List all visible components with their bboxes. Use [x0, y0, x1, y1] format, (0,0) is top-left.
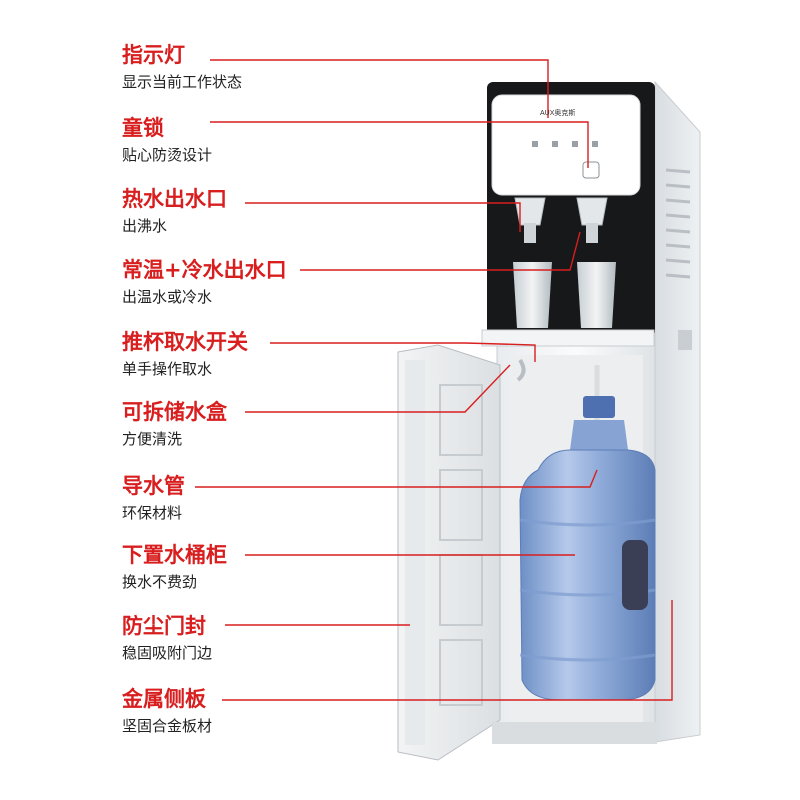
feature-title: 防尘门封 — [122, 614, 206, 638]
feature-metal-side-panel: 金属侧板 坚固合金板材 — [122, 686, 212, 736]
feature-desc: 出沸水 — [122, 217, 168, 235]
feature-title: 指示灯 — [122, 43, 185, 67]
feature-title: 可拆储水盒 — [122, 400, 227, 424]
feature-desc: 坚固合金板材 — [122, 717, 213, 735]
feature-title: 常温+冷水出水口 — [122, 258, 287, 282]
feature-title: 童锁 — [122, 116, 164, 140]
feature-push-cup-switch: 推杯取水开关 单手操作取水 — [122, 329, 248, 379]
feature-child-lock: 童锁 贴心防烫设计 — [122, 115, 212, 165]
brand-logo: AUX奥克斯 — [540, 110, 576, 117]
feature-desc: 方便清洗 — [122, 430, 183, 448]
feature-title: 金属侧板 — [122, 687, 206, 711]
feature-water-tube: 导水管 环保材料 — [122, 473, 185, 523]
feature-normal-cold-water-outlet: 常温+冷水出水口 出温水或冷水 — [122, 257, 287, 307]
feature-desc: 换水不费劲 — [122, 573, 198, 591]
feature-title: 下置水桶柜 — [122, 543, 227, 567]
feature-desc: 贴心防烫设计 — [122, 146, 213, 164]
feature-hot-water-outlet: 热水出水口 出沸水 — [122, 186, 227, 236]
feature-desc: 出温水或冷水 — [122, 288, 213, 306]
feature-title: 热水出水口 — [122, 187, 227, 211]
feature-desc: 环保材料 — [122, 504, 183, 522]
feature-desc: 显示当前工作状态 — [122, 73, 243, 91]
feature-desc: 稳固吸附门边 — [122, 644, 213, 662]
feature-title: 导水管 — [122, 474, 185, 498]
feature-removable-water-box: 可拆储水盒 方便清洗 — [122, 399, 227, 449]
feature-indicator-light: 指示灯 显示当前工作状态 — [122, 42, 242, 92]
feature-title: 推杯取水开关 — [122, 330, 248, 354]
feature-desc: 单手操作取水 — [122, 360, 213, 378]
feature-bottom-bucket-cabinet: 下置水桶柜 换水不费劲 — [122, 542, 227, 592]
feature-dust-door-seal: 防尘门封 稳固吸附门边 — [122, 613, 212, 663]
